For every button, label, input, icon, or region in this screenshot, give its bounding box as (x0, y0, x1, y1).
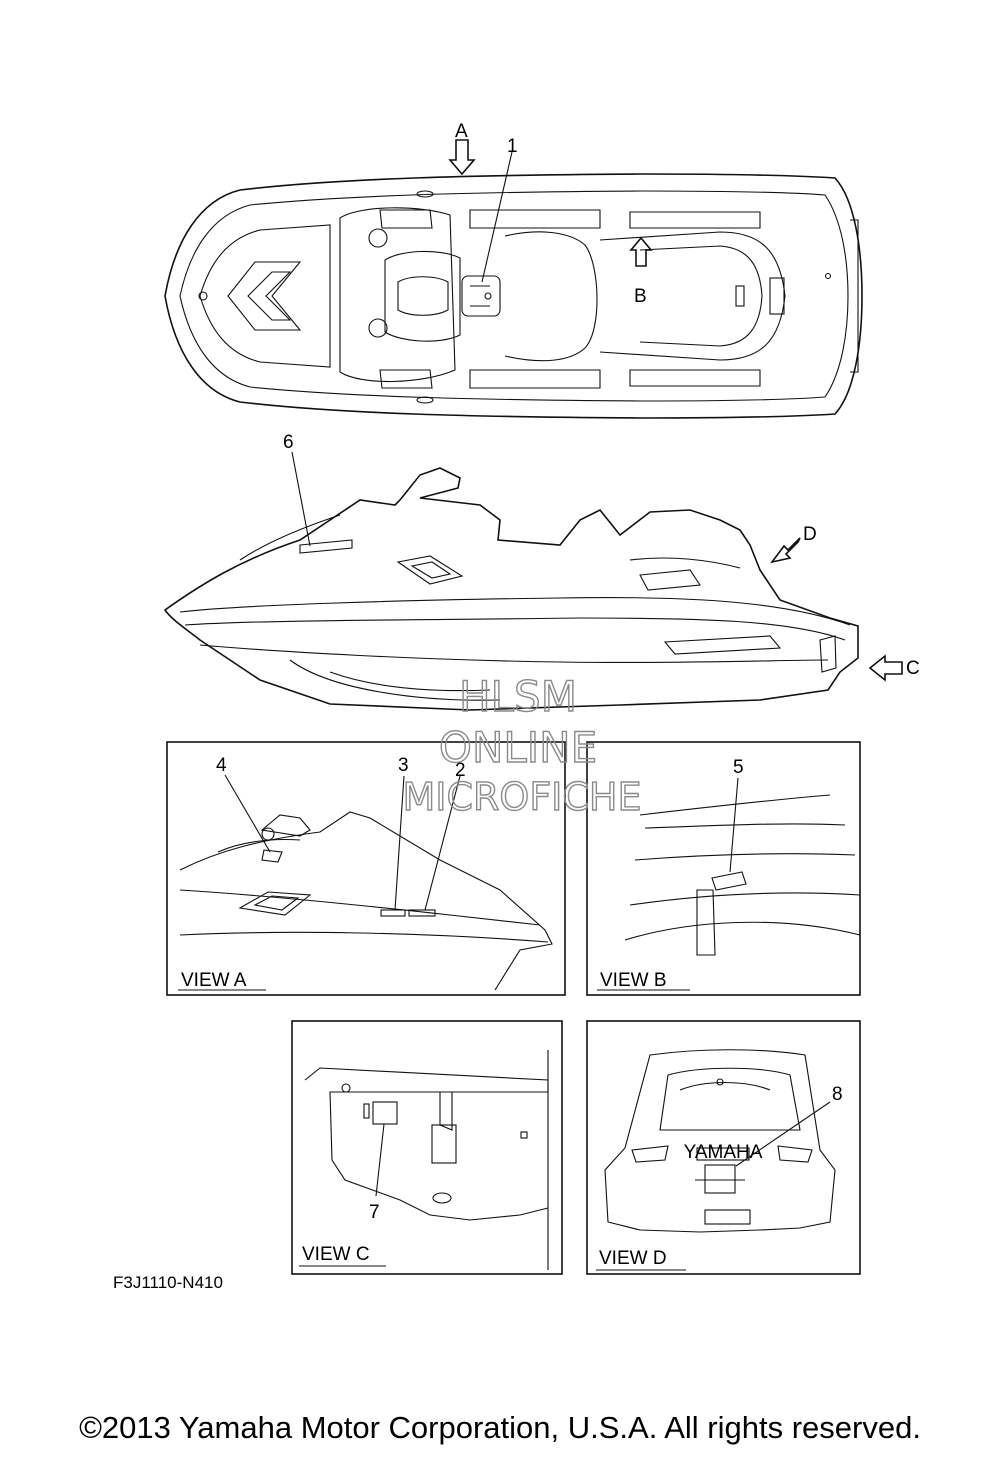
side-view-watercraft (163, 451, 903, 711)
view-a-panel (166, 741, 566, 996)
callout-2: 2 (455, 760, 466, 781)
arrow-a-label: A (455, 121, 468, 142)
view-a-arrow (448, 139, 476, 176)
callout-6: 6 (283, 432, 294, 453)
view-b-label: VIEW B (600, 970, 667, 991)
callout-7: 7 (369, 1202, 380, 1223)
view-d-panel: YAMAHA (586, 1020, 861, 1275)
view-b-panel (586, 741, 861, 996)
watermark-line3: MICROFICHE (402, 775, 641, 819)
top-view-watercraft (164, 139, 863, 419)
callout-5: 5 (733, 757, 744, 778)
view-c-arrow (868, 654, 903, 682)
view-d-label: VIEW D (599, 1248, 667, 1269)
callout-1: 1 (507, 136, 518, 157)
arrow-c-label: C (906, 658, 920, 679)
view-a-label: VIEW A (181, 970, 247, 991)
drawing-code: F3J1110-N410 (113, 1273, 223, 1292)
callout-3: 3 (398, 755, 409, 776)
view-c-label: VIEW C (302, 1244, 370, 1265)
view-d-arrow (770, 537, 801, 564)
watermark-line1: HLSM (459, 672, 577, 721)
copyright-footer: ©2013 Yamaha Motor Corporation, U.S.A. A… (79, 1410, 921, 1445)
view-c-panel (291, 1020, 563, 1275)
arrow-b-label: B (634, 286, 647, 307)
callout-8: 8 (832, 1084, 843, 1105)
yamaha-badge: YAMAHA (684, 1142, 763, 1163)
view-b-arrow (629, 236, 653, 267)
callout-4: 4 (216, 755, 227, 776)
watermark-line2: ONLINE (439, 723, 597, 772)
arrow-d-label: D (803, 524, 817, 545)
